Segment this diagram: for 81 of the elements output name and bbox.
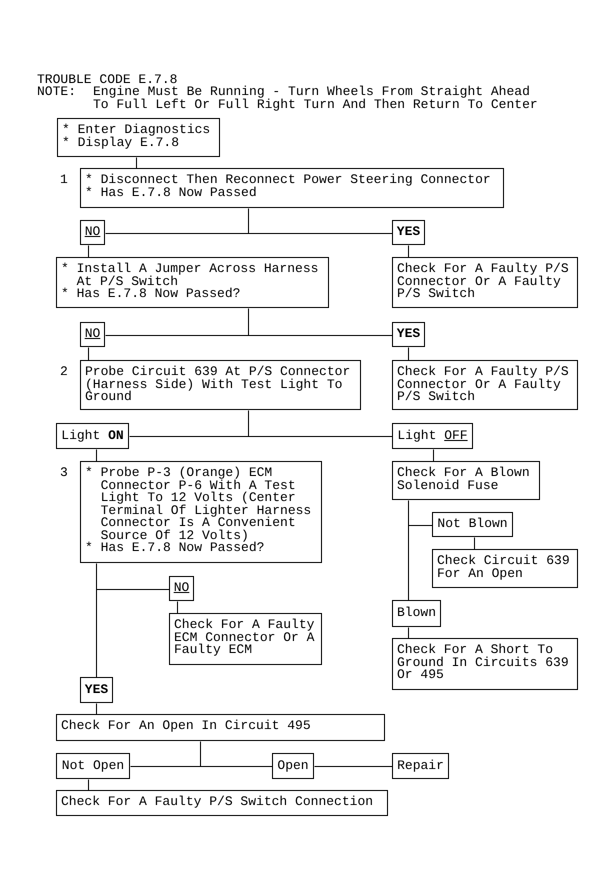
note-label: NOTE: [37, 86, 76, 98]
outcome-box [80, 677, 113, 703]
step-text: Check For A Faulty P/S Switch Connection [61, 796, 374, 808]
step-text: Check For A Faulty P/S Connector Or A Faulty P/S Switch [397, 366, 570, 404]
connector-line [248, 410, 393, 437]
connector-line [314, 766, 393, 767]
connector-line [96, 563, 97, 678]
step-text: Check Circuit 639 For An Open [437, 555, 571, 580]
connector-line [200, 741, 273, 767]
outcome-box [392, 600, 441, 627]
step-text: * Has E.7.8 Now Passed? [85, 542, 266, 554]
outcome-box [169, 576, 194, 601]
connector-line [408, 245, 409, 258]
outcome-label: YES [396, 328, 420, 341]
step-text: * Display E.7.8 [62, 136, 180, 149]
step-text: * Has E.7.8 Now Passed [85, 186, 258, 199]
step-text: * Enter Diagnostics [62, 124, 212, 136]
process-box [432, 549, 578, 588]
step-text: Check For A Short To Ground In Circuits 639 Or 495 [397, 644, 570, 682]
process-box [392, 638, 578, 690]
outcome-box [392, 322, 425, 347]
outcome-label: Light ON [61, 430, 124, 442]
outcome-box [432, 512, 513, 537]
outcome-label: Open [277, 760, 309, 772]
title: TROUBLE CODE E.7.8 [37, 74, 178, 86]
process-box [392, 257, 578, 308]
step-number: 1 [60, 174, 68, 186]
connector-line [248, 208, 393, 234]
outcome-label: Not Blown [437, 518, 508, 531]
step-text: * Install A Jumper Across Harness At P/S Switch [61, 263, 320, 288]
outcome-label: Not Open [62, 760, 124, 772]
step-text: Check For A Blown Solenoid Fuse [397, 467, 531, 492]
step-text: * Disconnect Then Reconnect Power Steering Connector [85, 174, 492, 186]
outcome-label: NO [174, 582, 190, 595]
outcome-box [56, 423, 129, 449]
connector-line [433, 449, 434, 462]
outcome-label: Blown [396, 607, 436, 620]
connector-line [408, 627, 409, 639]
process-box [169, 613, 322, 665]
step-number: 3 [60, 467, 68, 480]
outcome-box [392, 753, 449, 779]
connector-line [96, 703, 97, 715]
outcome-box [56, 753, 130, 779]
step-text: * Has E.7.8 Now Passed? [61, 288, 242, 300]
outcome-box [272, 753, 314, 779]
outcome-label: Light OFF [397, 430, 468, 442]
connector-line [248, 308, 393, 336]
step-text: Check For An Open In Circuit 495 [61, 720, 312, 732]
step-text: Check For A Faulty P/S Connector Or A Faulty P/S Switch [397, 263, 570, 300]
connector-line [177, 601, 178, 614]
note-text: Engine Must Be Running - Turn Wheels From Straight Ahead To Full Left Or Full Right Turn And Then Return To Center [93, 86, 539, 111]
process-box [56, 790, 388, 816]
process-box [392, 360, 578, 410]
connector-line [408, 347, 409, 361]
process-box [56, 257, 329, 308]
connector-line [408, 500, 409, 601]
process-box [80, 461, 322, 563]
connector-line [88, 245, 89, 258]
outcome-box [392, 423, 473, 449]
outcome-label: YES [396, 226, 420, 239]
process-box [56, 714, 385, 741]
step-number: 2 [60, 366, 68, 378]
outcome-box [80, 220, 105, 245]
outcome-label: Repair [397, 760, 444, 772]
connector-line [474, 537, 475, 550]
connector-line [96, 449, 97, 462]
connector-line [88, 347, 89, 361]
outcome-box [392, 220, 425, 245]
outcome-label: NO [84, 226, 100, 239]
outcome-box [80, 322, 105, 347]
process-box [57, 118, 220, 157]
connector-line [136, 157, 137, 169]
process-box [392, 461, 540, 500]
step-text: Probe Circuit 639 At P/S Connector (Harness Side) With Test Light To Ground [85, 366, 352, 404]
process-box [80, 360, 361, 410]
process-box [80, 168, 504, 208]
connector-line [88, 779, 89, 791]
outcome-label: YES [84, 684, 108, 696]
step-text: Check For A Faulty ECM Connector Or A Faulty ECM [174, 619, 316, 656]
outcome-label: NO [84, 328, 100, 341]
step-text: * Probe P-3 (Orange) ECM Connector P-6 With A Test Light To 12 Volts (Center Terminal Of Lighter Harness Connector Is A Convenient Source Of 12 Volts) [85, 467, 312, 542]
